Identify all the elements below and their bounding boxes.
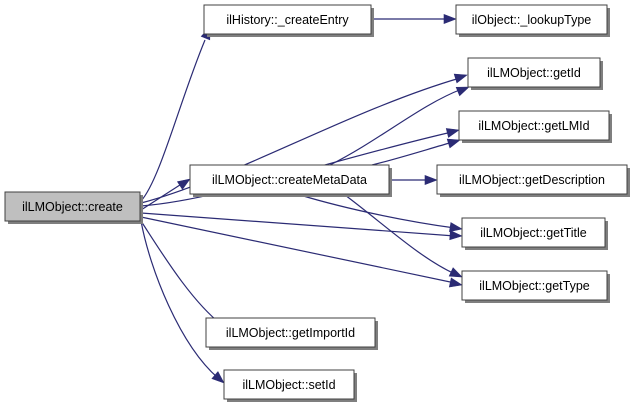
node-getImportId[interactable]: ilLMObject::getImportId [205,317,378,350]
edge-createMetaData-to-getTitle [299,194,463,233]
node-getDescription[interactable]: ilLMObject::getDescription [436,164,630,197]
node-label: ilLMObject::getTitle [480,226,587,240]
edge-createMetaData-to-getDescription [389,174,438,186]
arrowhead-icon [211,371,225,384]
edge-line [140,77,461,204]
edge-create-to-getTitle [140,212,463,241]
edge-createMetaData-to-getLMId [371,138,461,166]
node-setId[interactable]: ilLMObject::setId [223,369,357,402]
arrowhead-icon [446,138,461,149]
node-box[interactable] [436,164,628,195]
arrowhead-icon [448,267,463,278]
node-box[interactable] [458,110,610,141]
node-box[interactable] [455,4,608,35]
nodes-layer: ilLMObject::create ilHistory::_createEntr… [4,4,630,402]
node-lookupType[interactable]: ilObject::_lookupType [455,4,610,37]
edge-line [344,194,456,275]
node-box[interactable] [203,4,372,35]
node-label: ilLMObject::setId [242,378,335,392]
edges-layer [140,13,470,384]
node-createEntry[interactable]: ilHistory::_createEntry [203,4,374,37]
arrowhead-icon [453,73,468,84]
node-box[interactable] [4,191,141,222]
node-create[interactable]: ilLMObject::create [4,191,143,224]
edge-createEntry-to-lookupType [371,13,457,25]
node-label: ilLMObject::getImportId [226,326,355,340]
edge-line [329,88,463,166]
node-box[interactable] [461,217,606,248]
node-label: ilLMObject::getDescription [459,173,605,187]
arrowhead-icon [176,178,191,190]
edge-create-to-getId [140,73,468,204]
arrowhead-icon [448,277,463,288]
arrowhead-icon [455,86,470,97]
edge-line [299,194,456,229]
edge-line [140,216,456,284]
node-label: ilLMObject::getLMId [478,119,589,133]
edge-create-to-createMetaData [140,178,191,211]
arrowhead-icon [445,128,460,138]
arrowhead-icon [449,230,463,241]
node-label: ilLMObject::getId [487,66,581,80]
edge-createMetaData-to-getType [344,194,463,278]
edge-line [371,141,454,166]
node-getId[interactable]: ilLMObject::getId [467,57,603,90]
node-label: ilObject::_lookupType [472,13,592,27]
node-label: ilLMObject::create [22,200,123,214]
edge-create-to-getImportId [140,220,229,331]
edge-line [140,220,223,326]
edge-create-to-getType [140,216,463,288]
node-getLMId[interactable]: ilLMObject::getLMId [458,110,612,143]
node-box[interactable] [189,164,390,195]
edge-create-to-setId [140,220,225,384]
node-box[interactable] [461,270,608,301]
node-label: ilLMObject::getType [479,279,590,293]
edge-line [140,212,456,237]
node-getTitle[interactable]: ilLMObject::getTitle [461,217,608,250]
edge-line [140,39,206,202]
node-label: ilHistory::_createEntry [226,13,349,27]
arrowhead-icon [449,222,463,233]
node-box[interactable] [467,57,601,88]
arrowhead-icon [443,13,457,25]
edge-line [140,182,184,211]
arrowhead-icon [424,174,438,186]
node-label: ilLMObject::createMetaData [212,173,367,187]
node-box[interactable] [223,369,355,400]
edge-line [140,220,219,379]
node-getType[interactable]: ilLMObject::getType [461,270,610,303]
node-createMetaData[interactable]: ilLMObject::createMetaData [189,164,392,197]
node-box[interactable] [205,317,376,348]
edge-createMetaData-to-getId [329,86,470,166]
